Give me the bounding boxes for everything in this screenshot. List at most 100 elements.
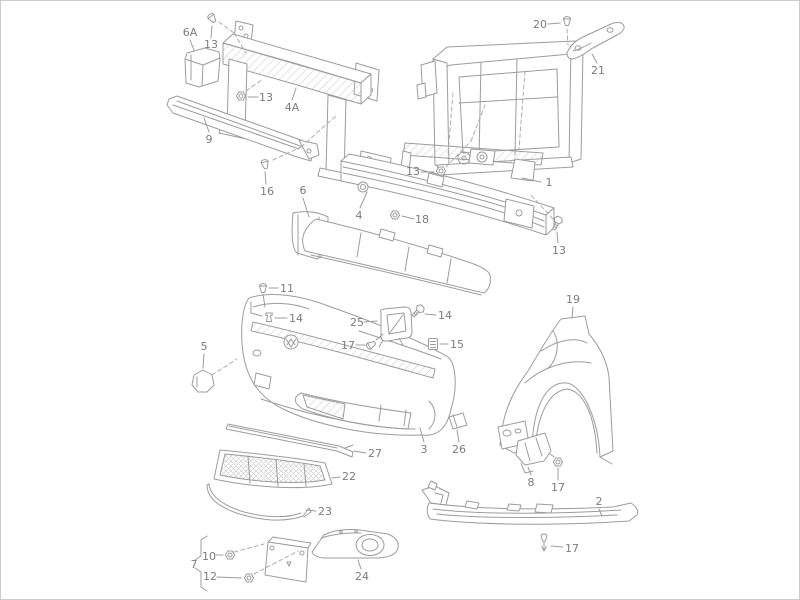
part-number-label[interactable]: 14 xyxy=(438,309,452,322)
bracket-21-drawing xyxy=(566,21,625,60)
callout-4[interactable]: 4 xyxy=(356,191,368,222)
callout-6[interactable]: 6 xyxy=(300,184,310,218)
callout-7[interactable]: 7 xyxy=(191,558,198,571)
callout-21[interactable]: 21 xyxy=(591,53,605,77)
clip-icon xyxy=(428,338,438,350)
callout-4A[interactable]: 4A xyxy=(285,87,300,114)
part-number-label[interactable]: 27 xyxy=(368,447,382,460)
part-number-label[interactable]: 24 xyxy=(355,570,369,583)
part-number-label[interactable]: 4 xyxy=(356,209,363,222)
part-number-label[interactable]: 16 xyxy=(260,185,274,198)
callout-6A[interactable]: 6A xyxy=(183,26,198,51)
part-number-label[interactable]: 25 xyxy=(350,316,364,329)
part-number-label[interactable]: 22 xyxy=(342,470,356,483)
leader-line xyxy=(264,171,267,185)
callout-8[interactable]: 8 xyxy=(527,466,535,489)
part-number-label[interactable]: 13 xyxy=(552,244,566,257)
part-number-label[interactable]: 20 xyxy=(533,18,547,31)
callout-23[interactable]: 23 xyxy=(305,505,332,518)
callout-24[interactable]: 24 xyxy=(355,559,369,583)
construction-line xyxy=(447,92,454,156)
callout-10[interactable]: 10 xyxy=(202,543,265,563)
leader-line xyxy=(547,22,561,25)
callout-17[interactable]: 17 xyxy=(550,542,579,555)
callout-12[interactable]: 12 xyxy=(203,550,299,583)
callout-20[interactable]: 20 xyxy=(533,18,569,46)
part-number-label[interactable]: 8 xyxy=(528,476,535,489)
callout-17[interactable]: 17 xyxy=(341,333,384,352)
callout-13[interactable]: 13 xyxy=(406,104,486,178)
part-number-label[interactable]: 12 xyxy=(203,570,217,583)
leader-line xyxy=(521,177,542,183)
part-number-label[interactable]: 9 xyxy=(206,133,213,146)
part-number-label[interactable]: 10 xyxy=(202,550,216,563)
bracket-frame-25-drawing xyxy=(378,306,413,348)
nut-icon xyxy=(224,550,236,560)
leader-line-dashed xyxy=(300,114,338,148)
callout-13[interactable]: 13 xyxy=(245,78,273,104)
leader-line xyxy=(424,313,437,316)
callout-17[interactable]: 17 xyxy=(551,467,565,494)
screw-icon xyxy=(206,11,218,25)
part-number-label[interactable]: 17 xyxy=(551,481,565,494)
leader-line xyxy=(353,450,367,454)
leader-line xyxy=(189,39,195,51)
callout-16[interactable]: 16 xyxy=(260,114,338,198)
callout-9[interactable]: 9 xyxy=(203,117,213,146)
callout-13[interactable]: 13 xyxy=(204,21,247,54)
callout-3[interactable]: 3 xyxy=(419,427,428,456)
part-number-label[interactable]: 23 xyxy=(318,505,332,518)
screw-down-icon xyxy=(540,533,548,552)
part-number-label[interactable]: 6 xyxy=(300,184,307,197)
leader-line xyxy=(216,576,242,579)
callout-11[interactable]: 11 xyxy=(262,282,294,308)
annotations-layer: 6A 13 13 4A 9 16 6 20 21 1 13 4 18 13 19 11 14 25 14 17 15 5 3… xyxy=(183,11,605,583)
screw-icon xyxy=(563,16,571,26)
part-number-label[interactable]: 17 xyxy=(341,339,355,352)
leader-line-dashed xyxy=(245,78,264,92)
part-number-label[interactable]: 14 xyxy=(289,312,303,325)
part-number-label[interactable]: 13 xyxy=(204,38,218,51)
part-number-label[interactable]: 13 xyxy=(406,165,420,178)
part-number-label[interactable]: 6A xyxy=(183,26,198,39)
spoiler-2-drawing xyxy=(421,480,639,525)
nut-icon xyxy=(435,166,447,176)
callout-14[interactable]: 14 xyxy=(250,301,303,325)
callout-27[interactable]: 27 xyxy=(353,447,382,460)
part-number-label[interactable]: 2 xyxy=(596,495,603,508)
callout-19[interactable]: 19 xyxy=(566,293,580,319)
part-number-label[interactable]: 17 xyxy=(565,542,579,555)
part-number-label[interactable]: 19 xyxy=(566,293,580,306)
part-number-label[interactable]: 5 xyxy=(201,340,208,353)
leader-line xyxy=(359,191,368,209)
part-number-label[interactable]: 21 xyxy=(591,64,605,77)
leader-line xyxy=(556,231,559,244)
part-number-label[interactable]: 15 xyxy=(450,338,464,351)
part-number-label[interactable]: 26 xyxy=(452,443,466,456)
leader-line-dashed xyxy=(272,146,302,161)
callout-15[interactable]: 15 xyxy=(439,338,464,351)
part-number-label[interactable]: 11 xyxy=(280,282,294,295)
part-number-label[interactable]: 4A xyxy=(285,101,300,114)
part-number-label[interactable]: 7 xyxy=(191,558,198,571)
part-number-label[interactable]: 13 xyxy=(259,91,273,104)
callout-1[interactable]: 1 xyxy=(521,176,553,189)
callout-5[interactable]: 5 xyxy=(201,340,238,376)
callout-26[interactable]: 26 xyxy=(452,429,466,456)
callout-22[interactable]: 22 xyxy=(331,470,356,483)
leader-line xyxy=(210,25,213,39)
impact-foam-6a-drawing xyxy=(184,47,221,88)
part-number-label[interactable]: 1 xyxy=(546,176,553,189)
callout-2[interactable]: 2 xyxy=(596,495,603,517)
leader-line xyxy=(203,117,210,133)
leader-line xyxy=(302,197,310,218)
callout-14[interactable]: 14 xyxy=(424,309,452,322)
callout-13[interactable]: 13 xyxy=(529,193,566,257)
part-number-label[interactable]: 18 xyxy=(415,213,429,226)
leader-line xyxy=(357,559,362,570)
fog-grille-24-drawing xyxy=(311,529,399,559)
callout-25[interactable]: 25 xyxy=(350,316,378,329)
part-number-label[interactable]: 3 xyxy=(421,443,428,456)
callout-18[interactable]: 18 xyxy=(401,213,429,226)
